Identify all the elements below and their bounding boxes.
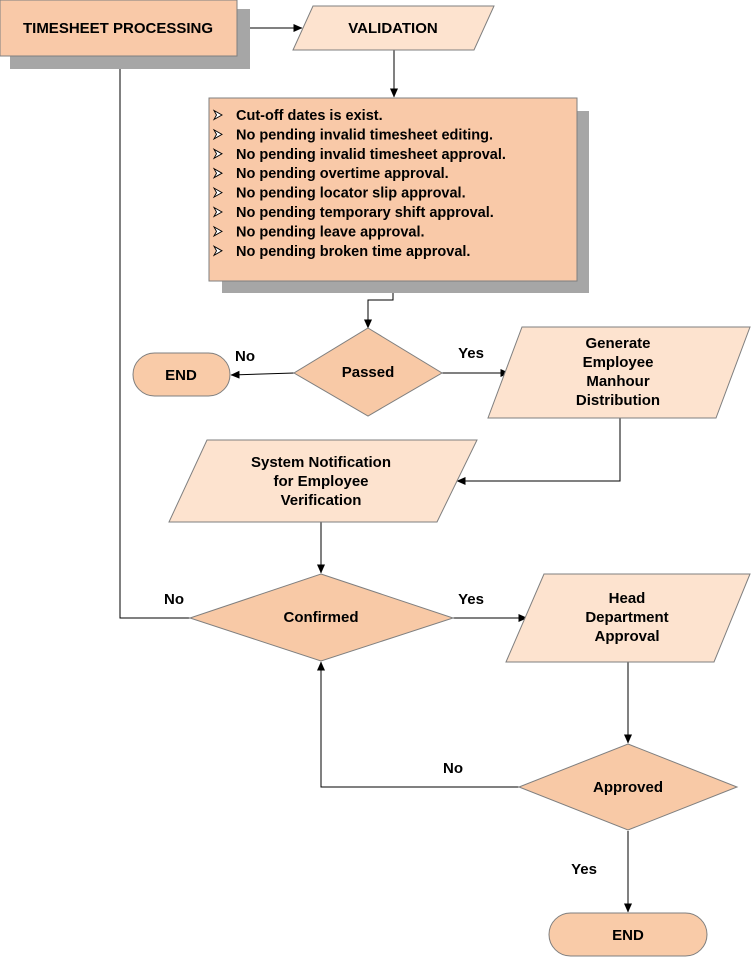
box bbox=[0, 0, 238, 57]
checklist-item: No pending invalid timesheet editing. bbox=[212, 127, 493, 143]
shape bbox=[293, 327, 443, 417]
node-validation-checklist: Cut-off dates is exist. No pending invali… bbox=[208, 97, 589, 293]
node-generate-manhour: Generate Employee Manhour Distribution bbox=[487, 326, 751, 419]
notification-line-1: System Notification bbox=[251, 454, 391, 471]
checklist-item: No pending overtime approval. bbox=[212, 166, 449, 182]
shape bbox=[505, 573, 751, 663]
head-line-2: Department bbox=[585, 609, 668, 626]
checklist-item: No pending invalid timesheet approval. bbox=[212, 147, 506, 163]
edge-labels: No Yes No Yes No Yes bbox=[164, 345, 597, 878]
edge-confirmed-no-to-timesheet bbox=[116, 57, 190, 619]
edge-generate-to-notification bbox=[456, 418, 621, 485]
arrowhead-bullet-icon bbox=[212, 225, 223, 238]
node-end-bottom-label: END bbox=[612, 927, 644, 944]
arrowhead-bullet-icon bbox=[212, 128, 223, 141]
arrowhead-bullet-icon bbox=[212, 245, 223, 257]
checklist-item-text: No pending broken time approval. bbox=[236, 244, 470, 260]
head-line-1: Head bbox=[609, 590, 646, 607]
node-generate-label: Generate Employee Manhour Distribution bbox=[576, 335, 660, 409]
arrowhead-bullet-icon bbox=[212, 206, 223, 218]
node-head-department-approval: Head Department Approval bbox=[505, 573, 751, 663]
checklist: Cut-off dates is exist. No pending invali… bbox=[212, 108, 506, 260]
notification-line-3: Verification bbox=[281, 492, 362, 509]
shape bbox=[487, 326, 751, 419]
node-validation-label: VALIDATION bbox=[348, 20, 437, 37]
node-passed-label: Passed bbox=[342, 364, 395, 381]
edge-passed-no-to-end bbox=[230, 370, 295, 379]
node-notification-label: System Notification for Employee Verific… bbox=[251, 454, 391, 509]
checklist-item-text: No pending temporary shift approval. bbox=[236, 205, 494, 221]
node-end-top: END bbox=[132, 352, 231, 397]
shape bbox=[292, 5, 495, 51]
checklist-item: Cut-off dates is exist. bbox=[212, 108, 383, 124]
shape bbox=[517, 743, 739, 831]
node-timesheet-processing: TIMESHEET PROCESSING bbox=[0, 0, 250, 69]
shape bbox=[132, 352, 231, 397]
shape bbox=[188, 573, 455, 662]
node-approved-label: Approved bbox=[593, 779, 663, 796]
arrowhead-bullet-icon bbox=[212, 109, 223, 121]
edge-label-approved-no: No bbox=[443, 760, 463, 777]
checklist-item-text: No pending invalid timesheet editing. bbox=[236, 127, 493, 143]
notification-line-2: for Employee bbox=[273, 473, 368, 490]
generate-line-2: Employee bbox=[583, 354, 654, 371]
edge-label-confirmed-yes: Yes bbox=[458, 591, 484, 608]
checklist-item: No pending broken time approval. bbox=[212, 244, 470, 260]
checklist-item: No pending leave approval. bbox=[212, 224, 425, 240]
checklist-item: No pending temporary shift approval. bbox=[212, 205, 494, 221]
node-passed: Passed bbox=[293, 327, 443, 417]
shape bbox=[548, 912, 708, 957]
edge-approved-no-to-confirmed bbox=[317, 661, 519, 788]
node-validation: VALIDATION bbox=[292, 5, 495, 51]
node-end-top-label: END bbox=[165, 367, 197, 384]
checklist-item-text: No pending locator slip approval. bbox=[236, 186, 466, 202]
node-system-notification: System Notification for Employee Verific… bbox=[168, 439, 478, 523]
checklist-item-text: No pending leave approval. bbox=[236, 224, 425, 240]
generate-line-3: Manhour bbox=[586, 373, 649, 390]
generate-line-1: Generate bbox=[585, 335, 650, 352]
node-end-bottom: END bbox=[548, 912, 708, 957]
checklist-item-text: Cut-off dates is exist. bbox=[236, 108, 383, 124]
checklist-item: No pending locator slip approval. bbox=[212, 186, 466, 202]
arrowhead-bullet-icon bbox=[212, 148, 223, 160]
node-timesheet-label: TIMESHEET PROCESSING bbox=[23, 20, 213, 37]
edge-label-passed-no: No bbox=[235, 348, 255, 365]
node-confirmed-label: Confirmed bbox=[284, 609, 359, 626]
node-approved: Approved bbox=[517, 743, 739, 831]
box bbox=[208, 97, 578, 282]
checklist-item-text: No pending overtime approval. bbox=[236, 166, 449, 182]
edge-label-approved-yes: Yes bbox=[571, 861, 597, 878]
arrowhead-bullet-icon bbox=[212, 186, 223, 199]
edge-label-passed-yes: Yes bbox=[458, 345, 484, 362]
generate-line-4: Distribution bbox=[576, 392, 660, 409]
node-head-label: Head Department Approval bbox=[585, 590, 668, 645]
edge-label-confirmed-no: No bbox=[164, 591, 184, 608]
arrowhead-bullet-icon bbox=[212, 167, 223, 179]
node-confirmed: Confirmed bbox=[188, 573, 455, 662]
shape bbox=[168, 439, 478, 523]
checklist-item-text: No pending invalid timesheet approval. bbox=[236, 147, 506, 163]
head-line-3: Approval bbox=[594, 628, 659, 645]
